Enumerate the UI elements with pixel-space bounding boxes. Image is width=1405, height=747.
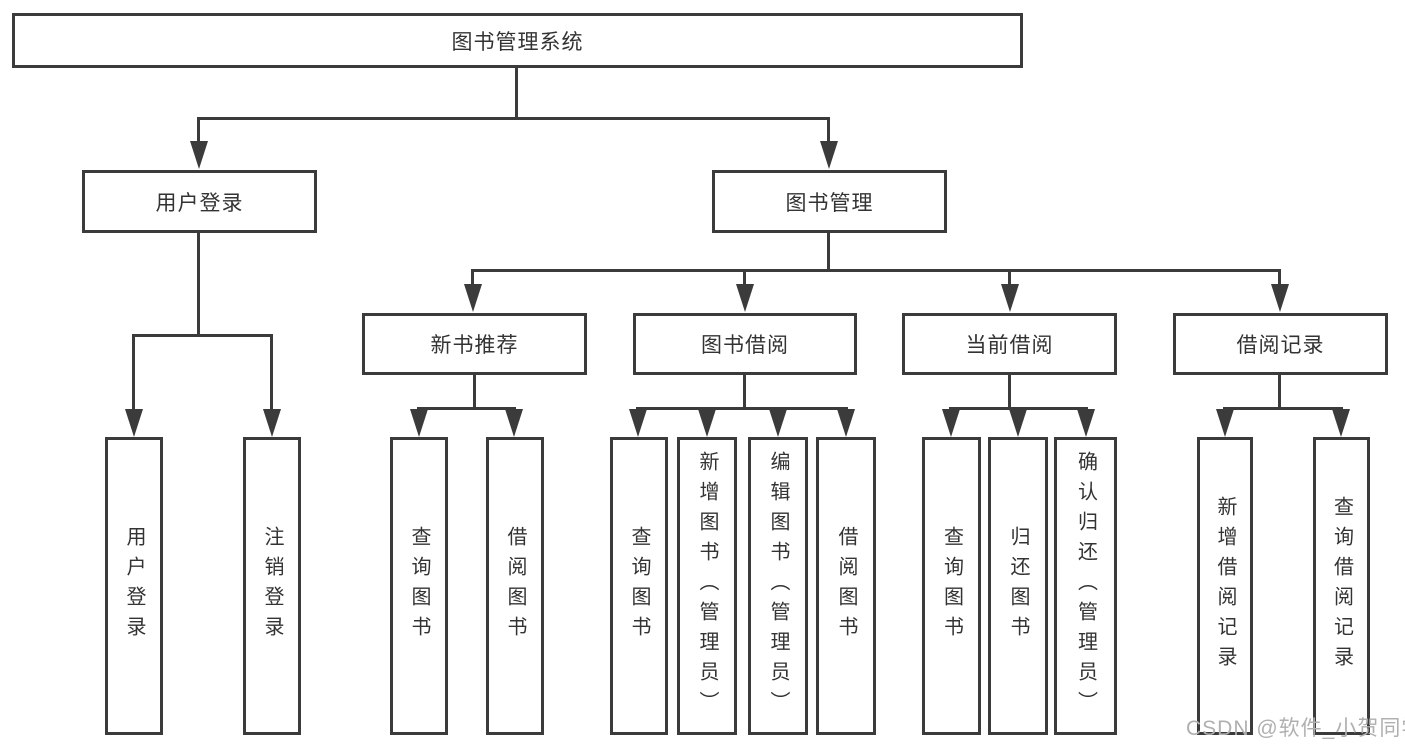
- node-label: 图书管理: [785, 191, 874, 215]
- arrow-down-icon: [190, 141, 208, 169]
- connector-stem: [473, 375, 476, 410]
- arrow-down-icon: [464, 284, 482, 312]
- node-label: 用户登录: [155, 191, 244, 215]
- arrow-down-icon: [1077, 409, 1095, 437]
- leaf-label: 确认归还（管理员）: [1074, 451, 1097, 721]
- leaf-label: 注销登录: [261, 526, 283, 646]
- leaf-label: 查询借阅记录: [1330, 496, 1353, 676]
- node-user-login: 用户登录: [82, 170, 317, 233]
- arrow-down-icon: [769, 409, 787, 437]
- connector-stem: [743, 375, 746, 410]
- arrow-down-icon: [837, 409, 855, 437]
- connector-root-stem: [515, 68, 518, 120]
- connector-stem: [1008, 375, 1011, 410]
- arrow-down-icon: [1332, 409, 1350, 437]
- leaf-records-add-record: 新增借阅记录: [1197, 437, 1253, 735]
- connector-stem: [1278, 375, 1281, 410]
- node-label: 当前借阅: [965, 334, 1054, 357]
- arrow-down-icon: [505, 409, 523, 437]
- leaf-label: 查询图书: [628, 526, 650, 646]
- arrow-down-icon: [629, 409, 647, 437]
- arrow-down-icon: [1216, 409, 1234, 437]
- arrow-down-icon: [1009, 409, 1027, 437]
- leaf-label: 编辑图书（管理员）: [767, 451, 789, 721]
- connector-drop: [197, 117, 200, 144]
- node-root-library-system: 图书管理系统: [12, 13, 1023, 68]
- leaf-newbook-borrow-books: 借阅图书: [486, 437, 544, 735]
- connector-split: [636, 407, 848, 410]
- leaf-label: 用户登录: [123, 526, 145, 646]
- connector-mgmt-split: [471, 269, 1281, 272]
- connector-split: [417, 407, 516, 410]
- connector-drop: [132, 334, 135, 412]
- leaf-user-login: 用户登录: [105, 437, 163, 735]
- node-current-borrowing: 当前借阅: [902, 313, 1117, 375]
- arrow-down-icon: [736, 284, 754, 312]
- connector-split: [949, 407, 1088, 410]
- connector-login-stem: [197, 233, 200, 337]
- leaf-label: 新增借阅记录: [1214, 496, 1236, 676]
- connector-drop: [1008, 269, 1011, 288]
- arrow-down-icon: [942, 409, 960, 437]
- node-book-management: 图书管理: [712, 170, 947, 233]
- node-label: 新书推荐: [430, 334, 519, 357]
- arrow-down-icon: [125, 409, 143, 437]
- leaf-current-confirm-return-admin: 确认归还（管理员）: [1054, 437, 1117, 735]
- connector-split: [1223, 407, 1343, 410]
- connector-drop: [827, 117, 830, 144]
- leaf-newbook-query-books: 查询图书: [390, 437, 448, 735]
- csdn-watermark: CSDN @软件_小贺同学: [1186, 717, 1405, 740]
- arrow-down-icon: [410, 409, 428, 437]
- arrow-down-icon: [1001, 284, 1019, 312]
- leaf-records-query-record: 查询借阅记录: [1313, 437, 1370, 735]
- leaf-borrow-edit-books-admin: 编辑图书（管理员）: [748, 437, 808, 735]
- node-new-book-recommend: 新书推荐: [362, 313, 587, 375]
- connector-drop: [1278, 269, 1281, 288]
- leaf-label: 借阅图书: [504, 526, 526, 646]
- connector-drop: [743, 269, 746, 288]
- node-label: 借阅记录: [1236, 334, 1325, 357]
- arrow-down-icon: [820, 141, 838, 169]
- leaf-borrow-borrow-books: 借阅图书: [816, 437, 876, 735]
- leaf-label: 查询图书: [408, 526, 430, 646]
- node-book-borrowing: 图书借阅: [633, 313, 857, 375]
- arrow-down-icon: [698, 409, 716, 437]
- connector-login-split: [132, 334, 273, 337]
- node-label: 图书管理系统: [451, 30, 584, 54]
- connector-root-split: [197, 117, 830, 120]
- leaf-label: 新增图书（管理员）: [696, 451, 718, 721]
- connector-mgmt-stem: [827, 233, 830, 272]
- leaf-borrow-add-books-admin: 新增图书（管理员）: [677, 437, 737, 735]
- connector-drop: [270, 334, 273, 412]
- leaf-label: 借阅图书: [835, 526, 857, 646]
- leaf-logout: 注销登录: [243, 437, 301, 735]
- leaf-label: 归还图书: [1007, 526, 1029, 646]
- arrow-down-icon: [1271, 284, 1289, 312]
- leaf-borrow-query-books: 查询图书: [610, 437, 668, 735]
- leaf-current-query-books: 查询图书: [922, 437, 981, 735]
- connector-drop: [471, 269, 474, 288]
- arrow-down-icon: [263, 409, 281, 437]
- node-label: 图书借阅: [701, 334, 789, 357]
- leaf-label: 查询图书: [940, 526, 963, 646]
- leaf-current-return-books: 归还图书: [988, 437, 1048, 735]
- node-borrowing-records: 借阅记录: [1173, 313, 1388, 375]
